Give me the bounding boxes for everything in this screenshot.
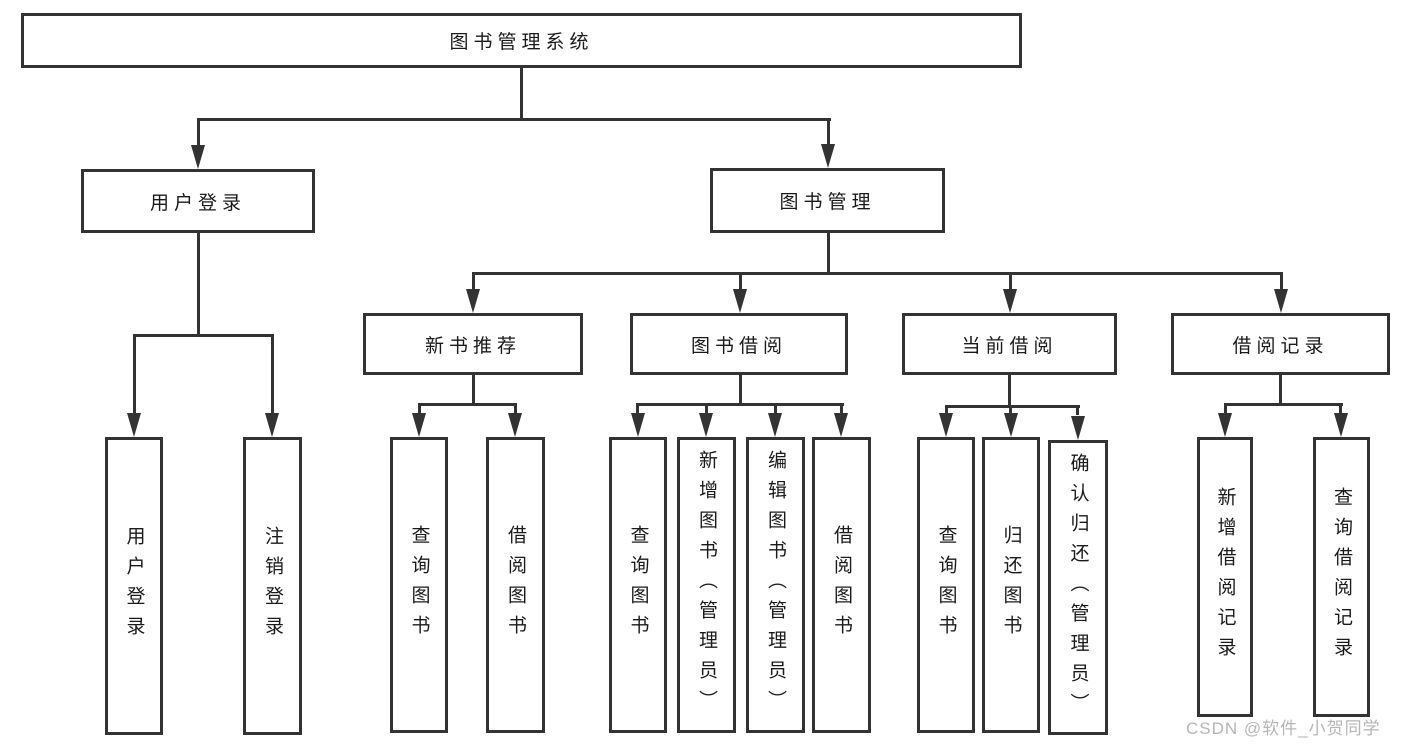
node-book-borrow: 图书借阅	[630, 313, 848, 375]
arrow-down-icon	[191, 145, 205, 169]
connector-line	[1279, 375, 1282, 405]
connector-line	[197, 121, 200, 145]
arrow-down-icon	[939, 413, 953, 437]
node-label: 图书管理	[779, 192, 876, 213]
arrow-down-icon	[1071, 416, 1085, 440]
connector-line	[945, 408, 948, 415]
connector-line	[1009, 275, 1012, 291]
arrow-down-icon	[508, 413, 522, 437]
node-label: 图书管理系统	[449, 32, 594, 53]
connector-line	[1280, 275, 1283, 291]
node-label: 借阅记录	[1232, 335, 1329, 357]
node-current-borrow: 当前借阅	[902, 313, 1117, 375]
node-borrow-record: 借阅记录	[1171, 313, 1390, 375]
connector-line	[739, 275, 742, 291]
node-label: 用户登录	[123, 526, 145, 646]
leaf-query-borrow-record: 查询借阅记录	[1313, 437, 1370, 717]
leaf-confirm-return-admin: 确认归还（管理员）	[1048, 440, 1108, 735]
leaf-edit-book-admin: 编辑图书（管理员）	[746, 437, 805, 733]
node-new-book-recommend: 新书推荐	[363, 313, 583, 375]
connector-line	[739, 375, 742, 405]
leaf-query-book: 查询图书	[917, 437, 975, 733]
node-label: 新增图书（管理员）	[696, 450, 717, 720]
arrow-down-icon	[768, 413, 782, 437]
connector-line	[1339, 406, 1342, 415]
leaf-query-book: 查询图书	[390, 437, 448, 733]
connector-line	[636, 406, 639, 415]
node-label: 借阅图书	[831, 525, 852, 645]
connector-line	[840, 406, 843, 415]
connector-line	[133, 337, 136, 415]
leaf-query-book: 查询图书	[609, 437, 667, 733]
leaf-return-book: 归还图书	[982, 437, 1040, 733]
arrow-down-icon	[699, 413, 713, 437]
connector-line	[520, 68, 523, 120]
node-label: 图书借阅	[690, 335, 787, 357]
node-label: 当前借阅	[961, 335, 1058, 357]
node-label: 借阅图书	[505, 525, 526, 645]
connector-line	[418, 406, 421, 415]
node-book-management: 图书管理	[710, 168, 945, 233]
node-label: 注销登录	[262, 526, 283, 646]
leaf-add-borrow-record: 新增借阅记录	[1197, 437, 1253, 717]
connector-line	[945, 405, 1080, 408]
node-label: 用户登录	[149, 192, 246, 214]
arrow-down-icon	[127, 413, 141, 437]
arrow-down-icon	[733, 289, 747, 313]
arrow-down-icon	[1004, 413, 1018, 437]
node-user-login: 用户登录	[81, 169, 315, 233]
connector-line	[1224, 406, 1227, 415]
connector-line	[197, 118, 831, 121]
connector-line	[472, 272, 1283, 275]
arrow-down-icon	[1274, 289, 1288, 313]
arrow-down-icon	[1218, 413, 1232, 437]
connector-line	[133, 334, 274, 337]
node-label: 查询图书	[935, 525, 957, 645]
connector-line	[472, 375, 475, 405]
node-label: 查询图书	[408, 525, 430, 645]
leaf-user-login: 用户登录	[105, 437, 163, 735]
connector-line	[514, 406, 517, 415]
connector-line	[1008, 375, 1011, 407]
leaf-logout: 注销登录	[243, 437, 302, 735]
arrow-down-icon	[412, 413, 426, 437]
node-label: 归还图书	[1000, 525, 1022, 645]
connector-line	[418, 403, 517, 406]
connector-line	[1009, 408, 1012, 415]
node-label: 新书推荐	[424, 335, 521, 357]
leaf-borrow-book: 借阅图书	[486, 437, 545, 733]
node-label: 编辑图书（管理员）	[765, 450, 786, 720]
node-root-system: 图书管理系统	[21, 13, 1022, 68]
connector-line	[636, 403, 844, 406]
arrow-down-icon	[1003, 289, 1017, 313]
arrow-down-icon	[265, 413, 279, 437]
arrow-down-icon	[631, 413, 645, 437]
csdn-watermark: CSDN @软件_小贺同学	[1186, 719, 1381, 738]
connector-line	[705, 406, 708, 415]
connector-line	[774, 406, 777, 415]
connector-line	[1224, 403, 1343, 406]
arrow-down-icon	[834, 413, 848, 437]
arrow-down-icon	[1334, 413, 1348, 437]
node-label: 查询图书	[627, 525, 649, 645]
connector-line	[827, 233, 830, 274]
connector-line	[271, 337, 274, 415]
node-label: 新增借阅记录	[1214, 487, 1236, 667]
connector-line	[1076, 408, 1079, 415]
node-label: 确认归还（管理员）	[1067, 452, 1089, 723]
connector-line	[197, 233, 200, 336]
connector-line	[472, 275, 475, 291]
leaf-borrow-book: 借阅图书	[812, 437, 871, 733]
leaf-add-book-admin: 新增图书（管理员）	[677, 437, 736, 733]
arrow-down-icon	[466, 289, 480, 313]
connector-line	[827, 121, 830, 145]
node-label: 查询借阅记录	[1331, 487, 1352, 667]
arrow-down-icon	[821, 144, 835, 168]
